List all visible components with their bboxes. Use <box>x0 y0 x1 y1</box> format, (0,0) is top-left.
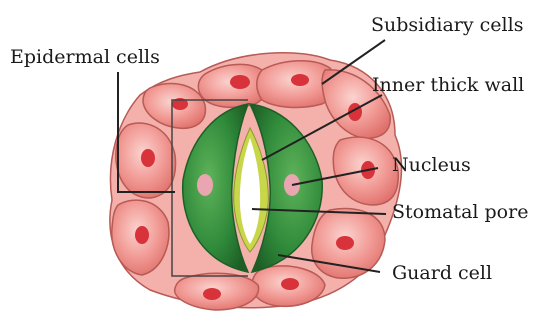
guard-nucleus-left <box>197 174 213 196</box>
nucleus-dot <box>141 149 155 167</box>
label-nucleus: Nucleus <box>392 156 471 175</box>
nucleus-dot <box>281 278 299 290</box>
label-inner-thick-wall: Inner thick wall <box>372 76 524 95</box>
nucleus-dot <box>135 226 149 244</box>
label-subsidiary-cells: Subsidiary cells <box>371 16 523 35</box>
nucleus-dot <box>336 236 354 250</box>
nucleus-dot <box>291 74 309 86</box>
nucleus-dot <box>203 288 221 300</box>
nucleus-dot <box>230 75 250 89</box>
label-guard-cell: Guard cell <box>392 264 492 283</box>
label-stomatal-pore: Stomatal pore <box>392 203 528 222</box>
label-epidermal-cells: Epidermal cells <box>10 48 160 67</box>
